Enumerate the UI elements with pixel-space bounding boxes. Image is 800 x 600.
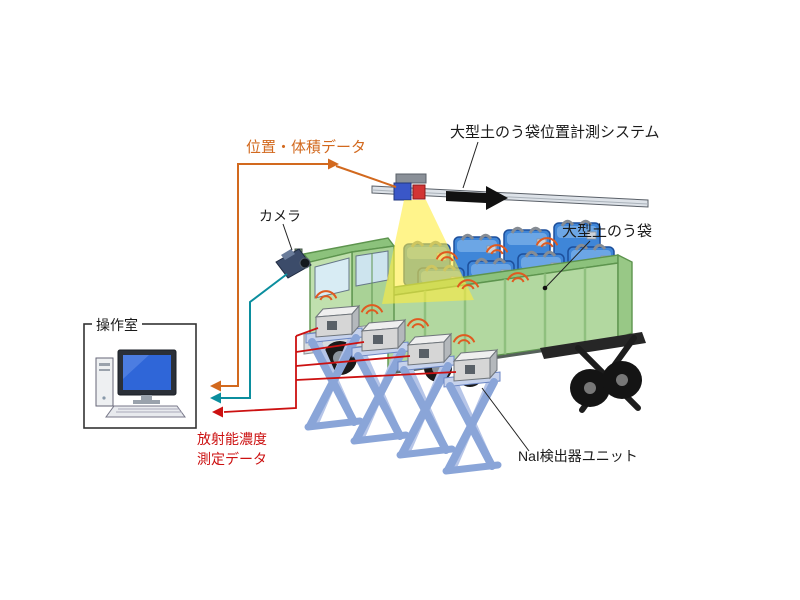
nai-detector xyxy=(314,304,361,338)
windshield xyxy=(314,257,350,299)
sensor-mount xyxy=(395,173,427,184)
label-nai-detector-unit: NaI検出器ユニット xyxy=(518,448,638,464)
scissor-lift xyxy=(396,355,456,459)
control-room: 操作室 xyxy=(83,317,197,429)
nai-detector xyxy=(452,348,499,382)
label-system: 大型土のう袋位置計測システム xyxy=(450,124,660,141)
rear-frame xyxy=(540,332,646,413)
nai-detector xyxy=(406,332,453,366)
arrow-to-computer-red xyxy=(212,406,223,418)
label-camera: カメラ xyxy=(259,208,301,224)
measurement-rail xyxy=(371,173,649,208)
label-soil-bags: 大型土のう袋 xyxy=(562,223,652,240)
leader-line-system xyxy=(462,141,479,189)
scanner-beam-cone xyxy=(382,200,474,304)
leader-line-soil-bags xyxy=(545,240,591,288)
radiation-waves xyxy=(314,237,559,345)
label-position-volume-data: 位置・体積データ xyxy=(246,138,366,156)
sensor-red-unit xyxy=(412,184,426,200)
control-room-label: 操作室 xyxy=(96,317,138,333)
scan-direction-arrow xyxy=(446,186,508,210)
sensor-blue-unit xyxy=(393,182,412,201)
label-radiation-data-line1: 放射能濃度 xyxy=(197,431,267,447)
nai-detector xyxy=(360,318,407,352)
leader-line-camera xyxy=(282,223,293,251)
arrow-to-computer-teal xyxy=(210,392,221,404)
label-radiation-data-line2: 測定データ xyxy=(197,451,267,467)
pc-tower xyxy=(95,357,114,407)
camera-data-link xyxy=(210,273,288,404)
leader-dot-soil-bags xyxy=(542,285,548,291)
arrow-to-computer-orange xyxy=(210,380,221,392)
monitor xyxy=(117,349,177,404)
position-data-link xyxy=(210,158,397,392)
camera-lens xyxy=(299,257,311,269)
arrow-to-rail-orange xyxy=(328,158,339,170)
leader-line-nai xyxy=(481,387,530,452)
radiation-data-link xyxy=(212,327,457,418)
control-room-label-bg xyxy=(92,317,142,332)
keyboard xyxy=(105,405,186,418)
camera-device xyxy=(275,248,312,279)
scissor-lift xyxy=(442,371,502,475)
